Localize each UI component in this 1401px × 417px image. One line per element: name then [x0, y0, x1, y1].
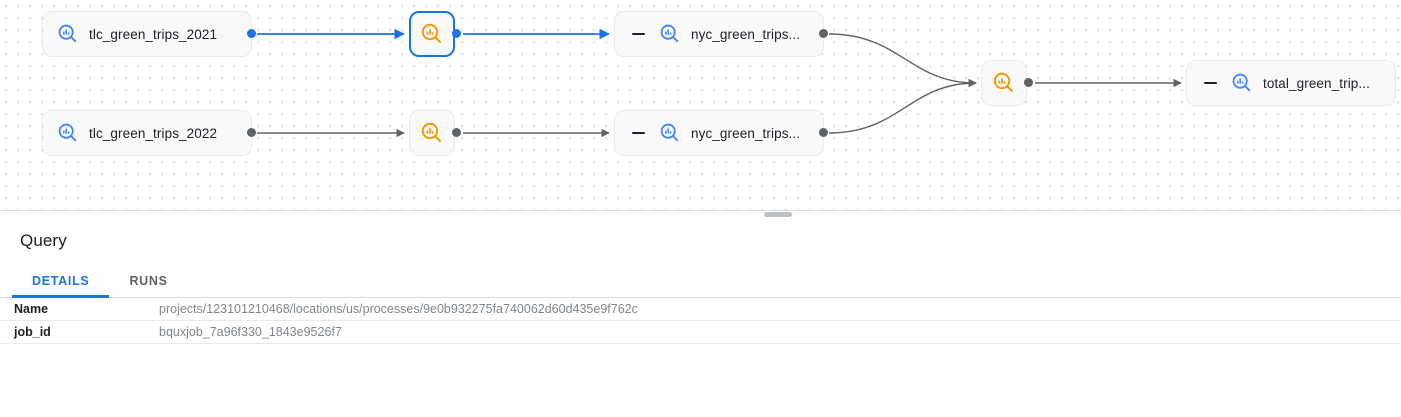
- property-value: projects/123101210468/locations/us/proce…: [159, 302, 638, 316]
- process-output-port-2[interactable]: [452, 128, 461, 137]
- lineage-node-nyc-green-trips-2022[interactable]: nyc_green_trips...: [614, 110, 824, 156]
- node-output-port-tlc-2022[interactable]: [247, 128, 256, 137]
- lineage-node-label: nyc_green_trips...: [691, 125, 801, 141]
- node-output-port-nyc-2022[interactable]: [819, 128, 828, 137]
- lineage-node-label: tlc_green_trips_2022: [89, 125, 218, 141]
- tab-details[interactable]: DETAILS: [12, 265, 110, 298]
- bigquery-table-search-icon: [659, 23, 681, 45]
- lineage-node-label: total_green_trip...: [1263, 75, 1370, 91]
- lineage-process-node-3[interactable]: [981, 60, 1027, 106]
- query-process-icon: [420, 22, 444, 46]
- property-key: job_id: [14, 325, 51, 339]
- lineage-node-label: tlc_green_trips_2021: [89, 26, 218, 42]
- lineage-node-tlc-green-trips-2022[interactable]: tlc_green_trips_2022: [42, 110, 252, 156]
- lineage-graph-canvas[interactable]: tlc_green_trips_2021 tlc_green_trips_202…: [0, 0, 1401, 210]
- query-process-icon: [420, 121, 444, 145]
- property-table: Name projects/123101210468/locations/us/…: [0, 298, 1401, 344]
- table-row: job_id bquxjob_7a96f330_1843e9526f7: [0, 321, 1401, 344]
- bigquery-table-search-icon: [1231, 72, 1253, 94]
- edge-nyc2021-proc3: [828, 33, 977, 88]
- collapse-toggle-icon[interactable]: [1201, 74, 1219, 92]
- node-output-port-tlc-2021[interactable]: [247, 29, 256, 38]
- property-key: Name: [14, 302, 49, 316]
- query-process-icon: [992, 71, 1016, 95]
- lineage-node-tlc-green-trips-2021[interactable]: tlc_green_trips_2021: [42, 11, 252, 57]
- node-output-port-nyc-2021[interactable]: [819, 29, 828, 38]
- collapse-toggle-icon[interactable]: [629, 124, 647, 142]
- bigquery-table-search-icon: [57, 122, 79, 144]
- panel-divider: [0, 210, 1401, 211]
- property-value: bquxjob_7a96f330_1843e9526f7: [159, 325, 342, 339]
- lineage-node-label: nyc_green_trips...: [691, 26, 801, 42]
- panel-resize-handle[interactable]: [764, 212, 792, 217]
- collapse-toggle-icon[interactable]: [629, 25, 647, 43]
- lineage-process-node-2[interactable]: [409, 110, 455, 156]
- details-panel: Query DETAILS RUNS Name projects/1231012…: [0, 211, 1401, 417]
- tab-bar: DETAILS RUNS: [0, 265, 1401, 298]
- tab-runs[interactable]: RUNS: [129, 274, 168, 288]
- bigquery-table-search-icon: [659, 122, 681, 144]
- edge-nyc2022-proc3: [828, 78, 977, 134]
- process-output-port-1[interactable]: [452, 29, 461, 38]
- table-row: Name projects/123101210468/locations/us/…: [0, 298, 1401, 321]
- lineage-node-nyc-green-trips-2021[interactable]: nyc_green_trips...: [614, 11, 824, 57]
- bigquery-table-search-icon: [57, 23, 79, 45]
- panel-title: Query: [20, 231, 67, 250]
- lineage-node-total-green-trips[interactable]: total_green_trip...: [1186, 60, 1396, 106]
- process-output-port-3[interactable]: [1024, 78, 1033, 87]
- lineage-process-node-1[interactable]: [409, 11, 455, 57]
